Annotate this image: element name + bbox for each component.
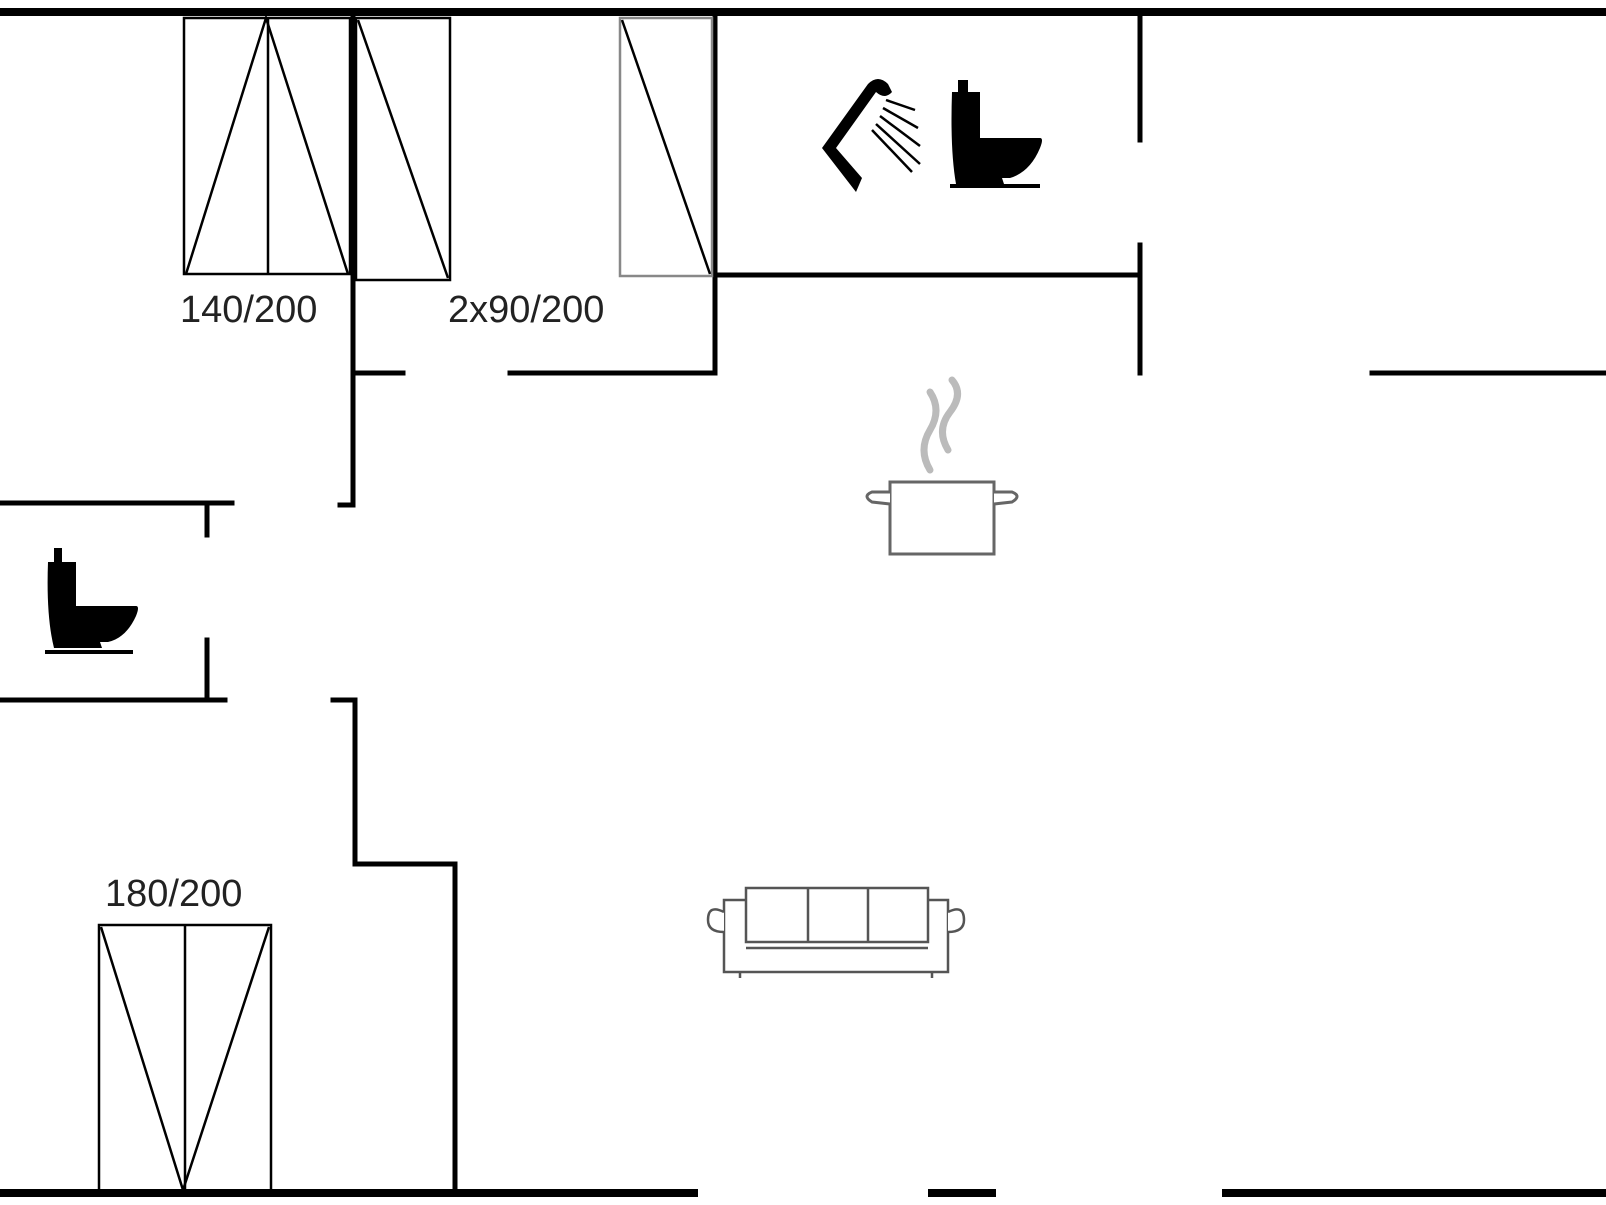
bed-size-label-2: 2x90/200 [448,289,604,331]
shower-icon [822,79,921,192]
bed-size-label-3: 180/200 [105,873,242,915]
cooking-pot-icon [865,376,1019,556]
toilet-icon [950,80,1042,188]
bed-180-200 [97,923,273,1195]
interior-walls [0,11,1606,1193]
bed-140-200 [182,13,352,276]
bed-size-label-1: 140/200 [180,289,317,331]
bed-2x90-200-right [618,16,714,278]
bed-2x90-200-left [354,16,452,282]
toilet-icon [45,548,138,654]
sofa-icon [706,886,966,978]
